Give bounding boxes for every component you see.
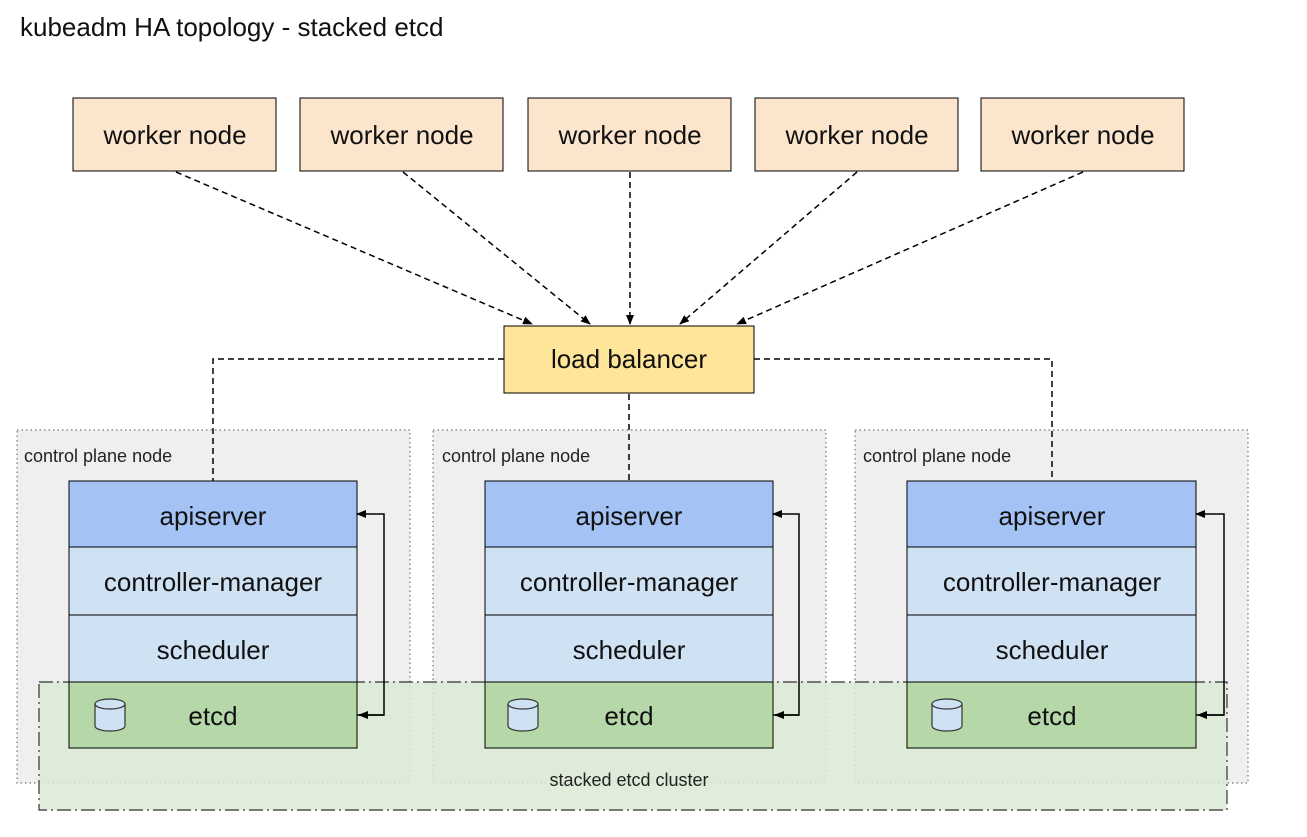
etcd-label-2: etcd (604, 701, 653, 731)
etcd-label-1: etcd (188, 701, 237, 731)
diagram-title: kubeadm HA topology - stacked etcd (20, 12, 443, 42)
load-balancer[interactable] (503, 325, 755, 394)
worker-node-2-label: worker node (329, 120, 473, 150)
worker-nodes: worker node worker node worker node work… (72, 97, 1185, 172)
control-plane-label-2: control plane node (442, 446, 590, 466)
worker-node-1[interactable] (72, 97, 277, 172)
worker-1-connection (175, 171, 533, 325)
controller-manager-box-3[interactable] (906, 546, 1197, 616)
apiserver-box-2[interactable] (484, 480, 774, 548)
worker-node-5[interactable] (980, 97, 1185, 172)
worker-2-connection (402, 171, 591, 325)
worker-node-1-label: worker node (102, 120, 246, 150)
worker-node-5-label: worker node (1010, 120, 1154, 150)
controller-manager-label-1: controller-manager (104, 567, 323, 597)
worker-5-connection (736, 171, 1084, 325)
control-plane-stack-1: apiserver controller-manager scheduler e… (68, 480, 385, 749)
controller-manager-box-1[interactable] (68, 546, 358, 616)
worker-node-3-label: worker node (557, 120, 701, 150)
scheduler-box-1[interactable] (68, 614, 358, 683)
control-plane-label-3: control plane node (863, 446, 1011, 466)
scheduler-box-2[interactable] (484, 614, 774, 683)
etcd-cluster-label: stacked etcd cluster (549, 770, 708, 790)
scheduler-label-2: scheduler (573, 635, 686, 665)
controller-manager-label-2: controller-manager (520, 567, 739, 597)
apiserver-label-2: apiserver (576, 501, 683, 531)
apiserver-box-3[interactable] (906, 480, 1197, 548)
control-plane-stack-3: apiserver controller-manager scheduler e… (906, 480, 1225, 749)
worker-4-connection (679, 171, 858, 325)
load-balancer-label: load balancer (551, 344, 707, 374)
control-plane-label-1: control plane node (24, 446, 172, 466)
worker-node-3[interactable] (527, 97, 732, 172)
lb-to-apiserver-1 (212, 358, 504, 481)
worker-connections (175, 171, 1084, 325)
load-balancer-connections (212, 358, 1053, 481)
controller-manager-label-3: controller-manager (943, 567, 1162, 597)
worker-node-4-label: worker node (784, 120, 928, 150)
scheduler-label-1: scheduler (157, 635, 270, 665)
apiserver-label-3: apiserver (999, 501, 1106, 531)
apiserver-label-1: apiserver (160, 501, 267, 531)
etcd-label-3: etcd (1027, 701, 1076, 731)
worker-node-4[interactable] (754, 97, 959, 172)
database-icon (507, 698, 539, 732)
scheduler-box-3[interactable] (906, 614, 1197, 683)
worker-node-2[interactable] (299, 97, 504, 172)
scheduler-label-3: scheduler (996, 635, 1109, 665)
database-icon (931, 698, 963, 732)
controller-manager-box-2[interactable] (484, 546, 774, 616)
database-icon (94, 698, 126, 732)
control-plane-stack-2: apiserver controller-manager scheduler e… (484, 480, 800, 749)
